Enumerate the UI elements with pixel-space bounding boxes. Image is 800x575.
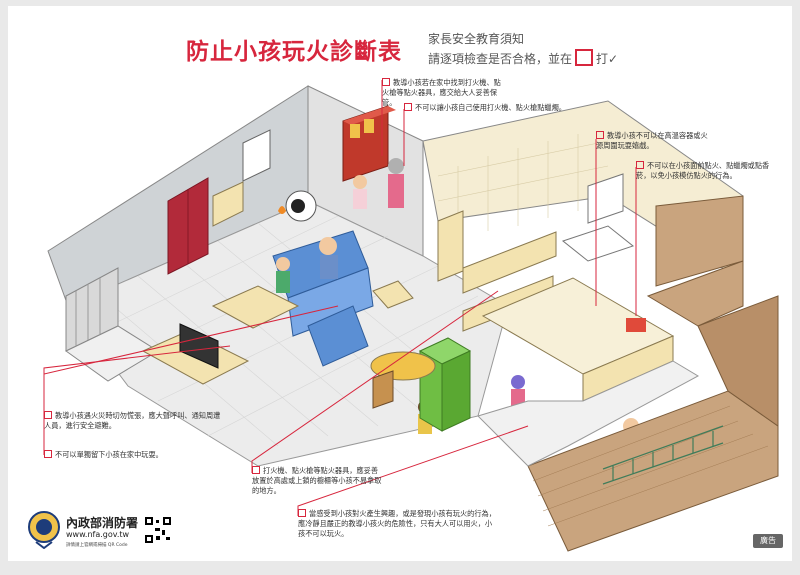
brick-wall-top-right xyxy=(655,195,744,287)
checklist-item-6: 不可以單獨留下小孩在家中玩耍。 xyxy=(44,450,224,460)
checklist-text: 教導小孩不可以在高溫容器或火源周圍玩耍嬉戲。 xyxy=(596,131,708,150)
side-cabinet xyxy=(212,181,244,227)
wall-frame xyxy=(242,129,271,182)
checklist-item-4: 不可以在小孩面前點火、點蠟燭或點香菸，以免小孩模仿點火的行為。 xyxy=(636,161,776,181)
bathroom-mirror xyxy=(587,173,624,224)
checklist-item-2: 不可以讓小孩自己使用打火機、點火槍點蠟燭。 xyxy=(404,103,644,113)
fire-warning-bubble xyxy=(278,190,317,222)
house-illustration xyxy=(43,80,779,552)
refrigerator xyxy=(418,337,472,432)
agency-url[interactable]: www.nfa.gov.tw xyxy=(66,530,130,539)
checklist-text: 不可以讓小孩自己使用打火機、點火槍點蠟燭。 xyxy=(415,103,566,112)
balcony-railing xyxy=(602,425,724,485)
page-title: 防止小孩玩火診斷表 xyxy=(186,38,402,65)
altar-cabinet xyxy=(342,105,396,182)
checklist-item-5: 教導小孩遇火災時切勿慌張，應大聲呼叫、通知周遭人員，進行安全避難。 xyxy=(44,411,224,431)
agency-name: 內政部消防署 xyxy=(66,516,139,530)
checklist-item-7: 打火機、點火槍等點火器具，應妥善放置於高處或上鎖的櫥櫃等小孩不易拿取的地方。 xyxy=(252,466,382,496)
checklist-text: 當感受到小孩對火產生興趣，或是發現小孩有玩火的行為，應冷靜且嚴正的教導小孩火的危… xyxy=(298,509,496,538)
stairs xyxy=(65,267,159,382)
qr-caption: 詳情請上官網或掃描 QR Code xyxy=(66,543,128,548)
brick-wall-front xyxy=(527,390,779,552)
kitchen-floor xyxy=(477,360,700,467)
checkbox-icon[interactable] xyxy=(596,131,604,139)
subtitle-line1: 家長安全教育須知 xyxy=(428,32,525,46)
checkbox-icon[interactable] xyxy=(636,161,644,169)
checkbox-icon[interactable] xyxy=(44,450,52,458)
bathroom-door xyxy=(437,210,464,282)
checklist-item-3: 教導小孩不可以在高溫容器或火源周圍玩耍嬉戲。 xyxy=(596,131,712,151)
agency-logo-icon xyxy=(28,511,60,549)
brick-wall-right xyxy=(697,295,779,427)
upper-cabinets xyxy=(462,231,557,294)
checklist-item-1: 教導小孩若在家中找到打火機、點火槍等點火器具，應交給大人妥善保管。 xyxy=(382,78,502,108)
tile-grid xyxy=(437,134,609,236)
poster: 防止小孩玩火診斷表 家長安全教育須知 請逐項檢查是否合格，並在 打✓ 教導小孩若在… xyxy=(8,6,792,561)
checkbox-icon xyxy=(575,49,594,66)
bathroom-sink xyxy=(561,225,635,262)
ad-badge: 廣告 xyxy=(753,534,783,548)
subtitle: 家長安全教育須知 請逐項檢查是否合格，並在 打✓ xyxy=(428,30,618,69)
checkbox-icon[interactable] xyxy=(252,466,260,474)
subtitle-prefix: 請逐項檢查是否合格，並在 xyxy=(428,52,573,66)
qr-code-icon[interactable] xyxy=(144,516,172,544)
checkbox-icon[interactable] xyxy=(404,103,412,111)
brick-wall-back xyxy=(646,260,744,327)
coffee-table xyxy=(211,285,300,329)
checkbox-icon[interactable] xyxy=(44,411,52,419)
ottoman xyxy=(372,280,414,309)
checklist-item-8: 當感受到小孩對火產生興趣，或是發現小孩有玩火的行為，應冷靜且嚴正的教導小孩火的危… xyxy=(298,509,498,539)
checklist-text: 打火機、點火槍等點火器具，應妥善放置於高處或上鎖的櫥櫃等小孩不易拿取的地方。 xyxy=(252,466,382,495)
chair xyxy=(372,370,394,409)
kitchen-counter xyxy=(462,275,675,402)
checklist-text: 教導小孩若在家中找到打火機、點火槍等點火器具，應交給大人妥善保管。 xyxy=(382,78,501,107)
subtitle-line2: 請逐項檢查是否合格，並在 打✓ xyxy=(428,49,618,69)
checkbox-icon[interactable] xyxy=(298,509,306,517)
brick-lines xyxy=(532,405,769,527)
checklist-text: 不可以單獨留下小孩在家中玩耍。 xyxy=(55,450,163,459)
checkbox-icon[interactable] xyxy=(382,78,390,86)
checklist-text: 不可以在小孩面前點火、點蠟燭或點香菸，以免小孩模仿點火的行為。 xyxy=(636,161,770,180)
tv xyxy=(179,323,219,369)
subtitle-suffix: 打✓ xyxy=(596,52,619,66)
checklist-text: 教導小孩遇火災時切勿慌張，應大聲呼叫、通知周遭人員，進行安全避難。 xyxy=(44,411,221,430)
